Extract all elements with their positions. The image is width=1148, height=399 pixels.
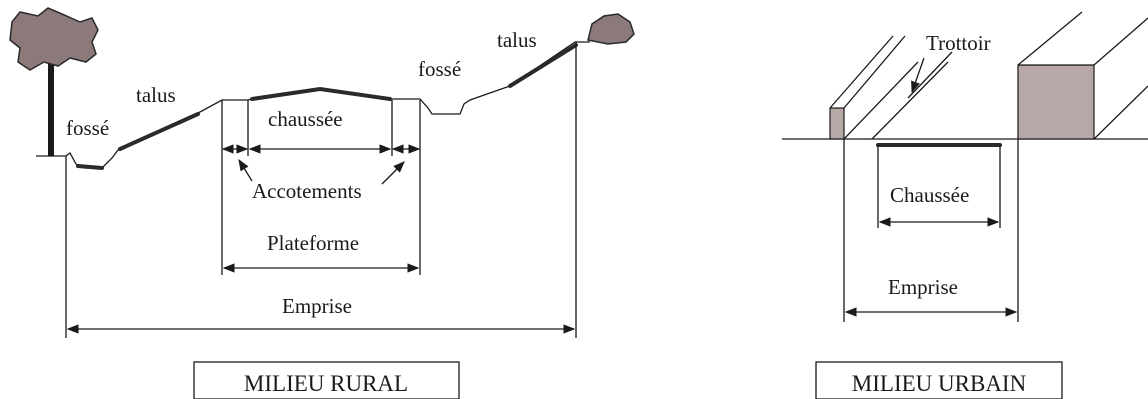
- caption-urban: MILIEU URBAIN: [852, 371, 1027, 396]
- trottoir-pointer: [911, 57, 925, 94]
- caption-rural: MILIEU RURAL: [244, 371, 408, 396]
- label-fosse-right: fossé: [418, 57, 461, 81]
- label-plateforme: Plateforme: [267, 231, 359, 255]
- caption-box-urban: [815, 361, 1063, 399]
- right-talus-surface: [508, 43, 578, 88]
- label-talus-left: talus: [136, 83, 176, 107]
- label-chaussee-rural: chaussée: [268, 107, 343, 131]
- left-tree-icon: [9, 7, 99, 156]
- left-curb-block: [829, 35, 919, 140]
- road-edge-line-2: [907, 51, 953, 99]
- rural-diagram: fossé talus chaussée fossé talus Accotem…: [9, 7, 635, 399]
- urban-diagram: Trottoir Chaussée Emprise MILIEU URBAIN: [782, 11, 1148, 399]
- right-building-block: [1017, 11, 1148, 140]
- label-chaussee-urban: Chaussée: [890, 183, 969, 207]
- left-talus-surface: [118, 112, 200, 151]
- accotements-pointer-left: [238, 159, 253, 182]
- chaussee-surface: [250, 86, 392, 101]
- label-fosse-left: fossé: [66, 116, 109, 140]
- label-trottoir: Trottoir: [926, 31, 991, 55]
- ditch-bottom-left: [76, 164, 104, 170]
- right-bush-icon: [587, 13, 635, 45]
- label-emprise-urban: Emprise: [888, 275, 958, 299]
- accotements-pointer-right: [381, 161, 405, 185]
- label-talus-right: talus: [497, 28, 537, 52]
- label-emprise-rural: Emprise: [282, 294, 352, 318]
- road-edge-line-1: [871, 61, 949, 140]
- caption-box-rural: [193, 361, 460, 399]
- label-accotements: Accotements: [252, 179, 362, 203]
